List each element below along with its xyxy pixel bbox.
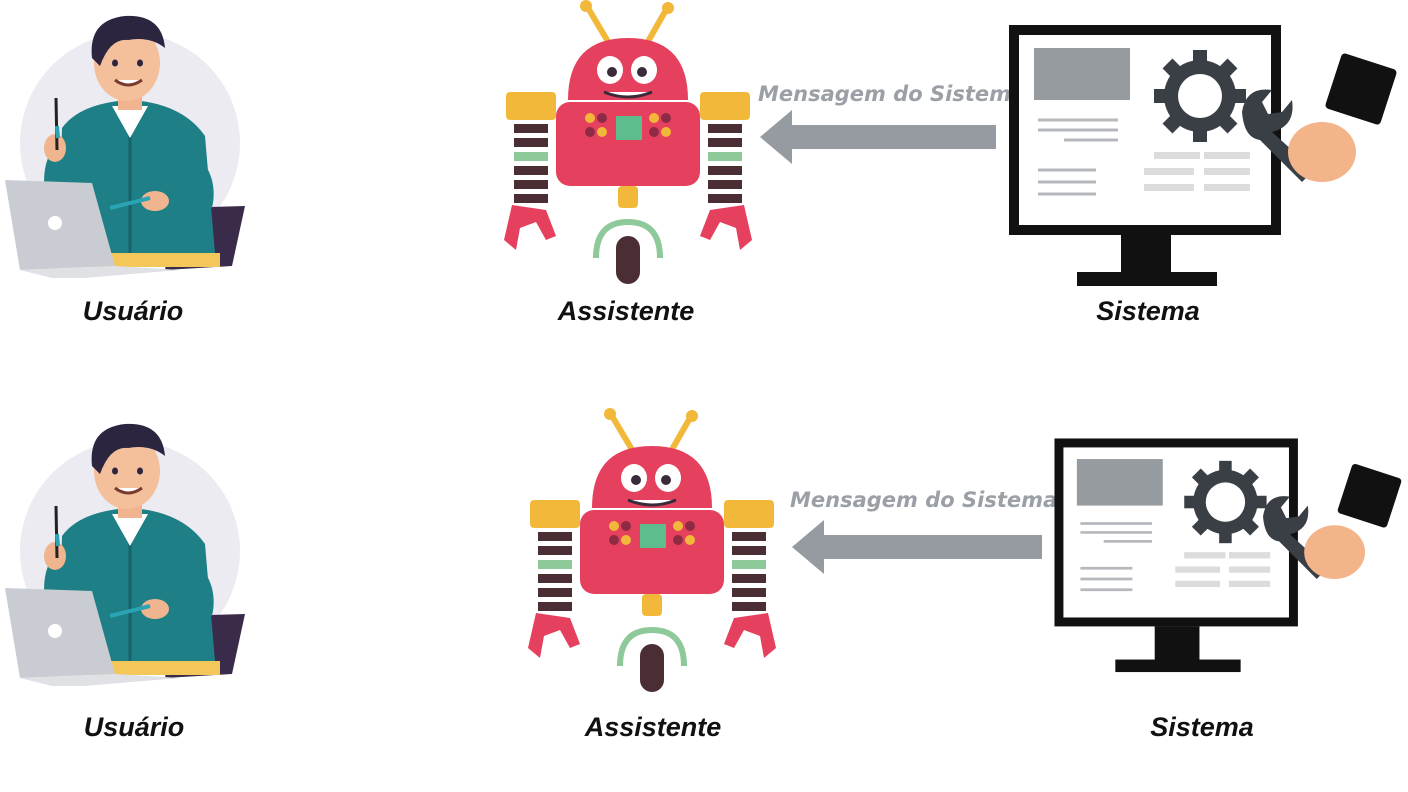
- user-illustration: [0, 8, 260, 278]
- diagram-row-1: Usuário Assistente Mensagem do Sistema S…: [0, 0, 1408, 384]
- system-label: Sistema: [1150, 712, 1254, 742]
- robot-assistant-illustration: [498, 0, 758, 290]
- assistant-label: Assistente: [557, 296, 695, 326]
- arrow-left-icon: [760, 110, 996, 164]
- monitor-gear-illustration: [1050, 434, 1408, 704]
- system-label: Sistema: [1096, 296, 1200, 326]
- message-label: Mensagem do Sistema: [790, 488, 1058, 512]
- message-label: Mensagem do Sistema: [758, 82, 1026, 106]
- user-label: Usuário: [83, 712, 185, 742]
- user-label: Usuário: [82, 296, 184, 326]
- user-illustration: [0, 416, 260, 686]
- diagram-row-2: Usuário Assistente Mensagem do Sistema S…: [0, 408, 1408, 792]
- robot-assistant-illustration: [522, 408, 782, 698]
- arrow-left-icon: [792, 520, 1042, 574]
- assistant-label: Assistente: [584, 712, 722, 742]
- monitor-gear-illustration: [1004, 20, 1404, 300]
